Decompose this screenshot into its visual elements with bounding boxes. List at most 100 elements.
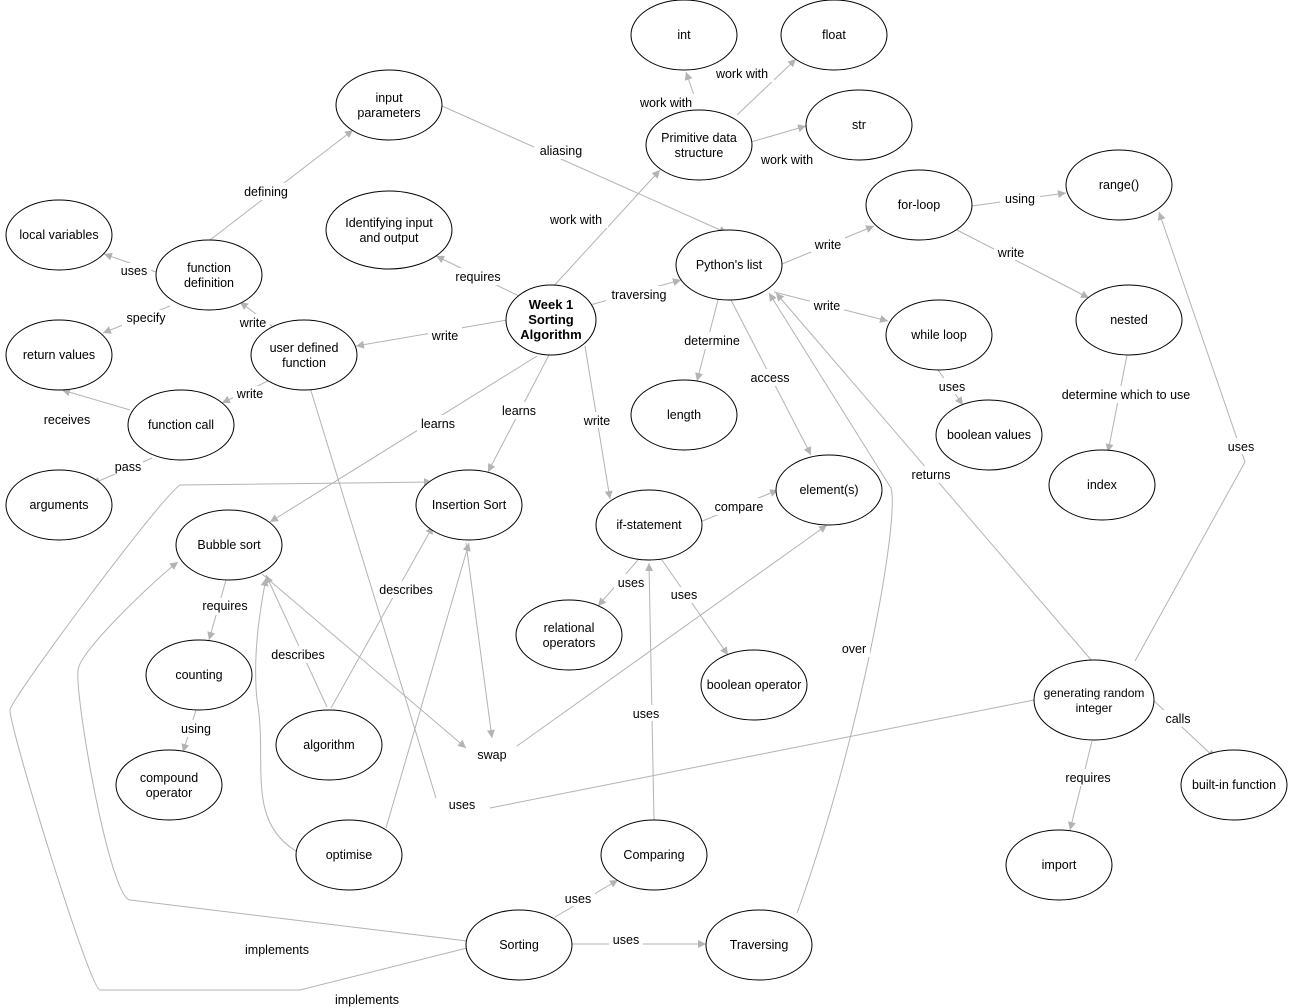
edge-learns-bubble: learns bbox=[269, 355, 538, 523]
node-algorithm[interactable]: algorithm bbox=[275, 709, 383, 781]
edge-compare: compare bbox=[699, 489, 779, 523]
node-label: function bbox=[282, 356, 326, 370]
node-label: compound bbox=[140, 771, 198, 785]
node-index[interactable]: index bbox=[1048, 449, 1156, 521]
edge-implements-bubble: implements bbox=[77, 561, 468, 958]
edge-label: uses bbox=[939, 380, 965, 394]
edge-write-function-definition: write bbox=[236, 301, 273, 330]
edge-label: work with bbox=[639, 96, 692, 110]
edge-label: determine which to use bbox=[1062, 388, 1191, 402]
node-length[interactable]: length bbox=[630, 379, 738, 451]
edge-write-while-loop: write bbox=[773, 291, 889, 323]
edge-aliasing: aliasing bbox=[441, 105, 728, 234]
edge-random-to-uses bbox=[489, 699, 1035, 809]
edge-uses-range: uses bbox=[1134, 211, 1258, 662]
node-boolean-operator[interactable]: boolean operator bbox=[700, 649, 808, 721]
node-label: and output bbox=[359, 231, 419, 245]
node-for-loop[interactable]: for-loop bbox=[865, 169, 973, 241]
edge-label: work with bbox=[549, 213, 602, 227]
node-range[interactable]: range() bbox=[1065, 149, 1173, 221]
edge-label: determine bbox=[684, 334, 740, 348]
edge-label: work with bbox=[715, 67, 768, 81]
node-swap[interactable]: swap bbox=[472, 745, 512, 763]
node-label: optimise bbox=[326, 848, 373, 862]
edge-label: pass bbox=[115, 460, 141, 474]
edge-label: implements bbox=[245, 943, 309, 957]
edge-calls: calls bbox=[1152, 699, 1216, 759]
node-import[interactable]: import bbox=[1005, 829, 1113, 901]
node-label: swap bbox=[477, 748, 506, 762]
edge-optimise-to-insertion bbox=[385, 542, 471, 829]
node-float[interactable]: float bbox=[780, 0, 888, 71]
edge-label: learns bbox=[421, 417, 455, 431]
node-traversing[interactable]: Traversing bbox=[705, 909, 813, 981]
node-label: str bbox=[852, 118, 866, 132]
node-int[interactable]: int bbox=[630, 0, 738, 71]
edge-implements-insertion: implements bbox=[9, 478, 468, 1008]
edge-requires-import: requires bbox=[1061, 740, 1115, 831]
node-label: int bbox=[677, 28, 691, 42]
node-generating-random-integer[interactable]: generating random integer bbox=[1033, 659, 1155, 741]
node-label: for-loop bbox=[898, 198, 940, 212]
edge-label: work with bbox=[760, 153, 813, 167]
node-identifying-input-output[interactable]: Identifying input and output bbox=[325, 190, 453, 270]
node-function-definition[interactable]: function definition bbox=[155, 239, 263, 311]
edge-label: learns bbox=[502, 404, 536, 418]
node-label: user defined bbox=[270, 341, 339, 355]
node-insertion-sort[interactable]: Insertion Sort bbox=[415, 469, 523, 541]
edge-using-range: using bbox=[971, 190, 1067, 207]
node-label: Identifying input bbox=[345, 216, 433, 230]
edge-write-nested: write bbox=[956, 229, 1090, 299]
node-built-in-function[interactable]: built-in function bbox=[1180, 749, 1288, 821]
node-label: return values bbox=[23, 348, 95, 362]
node-elements[interactable]: element(s) bbox=[775, 454, 883, 526]
node-label: operators bbox=[543, 636, 596, 650]
node-return-values[interactable]: return values bbox=[5, 319, 113, 391]
node-while-loop[interactable]: while loop bbox=[885, 299, 993, 371]
edge-requires-counting: requires bbox=[198, 579, 252, 641]
node-label: length bbox=[667, 408, 701, 422]
node-relational-operators[interactable]: relational operators bbox=[515, 599, 623, 671]
node-uses-text[interactable]: uses bbox=[442, 796, 482, 814]
node-bubble-sort[interactable]: Bubble sort bbox=[175, 509, 283, 581]
node-label: integer bbox=[1076, 701, 1113, 715]
node-label: Python's list bbox=[696, 258, 763, 272]
edge-work-with-float: work with bbox=[710, 58, 797, 116]
edge-traversing: traversing bbox=[589, 278, 682, 306]
node-arguments[interactable]: arguments bbox=[5, 469, 113, 541]
node-label: Traversing bbox=[730, 938, 789, 952]
node-label: while loop bbox=[910, 328, 967, 342]
edge-insertion-to-swap bbox=[465, 542, 495, 739]
node-user-defined-function[interactable]: user defined function bbox=[250, 319, 358, 391]
node-nested[interactable]: nested bbox=[1075, 284, 1183, 356]
edge-label: requires bbox=[1065, 771, 1110, 785]
edge-label: uses bbox=[121, 264, 147, 278]
edge-label: write bbox=[239, 316, 266, 330]
node-compound-operator[interactable]: compound operator bbox=[115, 749, 223, 821]
node-input-parameters[interactable]: input parameters bbox=[335, 69, 443, 141]
node-function-call[interactable]: function call bbox=[127, 389, 235, 461]
edge-pass: pass bbox=[91, 457, 153, 485]
edge-uses-boolean-operator: uses bbox=[661, 559, 729, 656]
node-label: Insertion Sort bbox=[432, 498, 507, 512]
node-counting[interactable]: counting bbox=[145, 639, 253, 711]
node-boolean-values[interactable]: boolean values bbox=[935, 399, 1043, 471]
node-str[interactable]: str bbox=[805, 89, 913, 161]
edge-write-for-loop: write bbox=[781, 225, 875, 265]
node-comparing[interactable]: Comparing bbox=[600, 819, 708, 891]
node-week1-sorting-algorithm[interactable]: Week 1 Sorting Algorithm bbox=[505, 284, 597, 356]
edge-label: uses bbox=[618, 576, 644, 590]
node-label: arguments bbox=[29, 498, 88, 512]
edge-swap-to-element bbox=[516, 524, 828, 747]
node-pythons-list[interactable]: Python's list bbox=[675, 229, 783, 301]
node-label: algorithm bbox=[303, 738, 354, 752]
node-primitive-data-structure[interactable]: Primitive data structure bbox=[645, 109, 753, 181]
node-local-variables[interactable]: local variables bbox=[5, 199, 113, 271]
node-optimise[interactable]: optimise bbox=[295, 819, 403, 891]
edge-write-if: write bbox=[580, 345, 614, 500]
node-label: parameters bbox=[357, 106, 420, 120]
node-label: Primitive data bbox=[661, 131, 737, 145]
node-sorting[interactable]: Sorting bbox=[465, 909, 573, 981]
edge-label: implements bbox=[335, 993, 399, 1007]
node-if-statement[interactable]: if-statement bbox=[595, 489, 703, 561]
